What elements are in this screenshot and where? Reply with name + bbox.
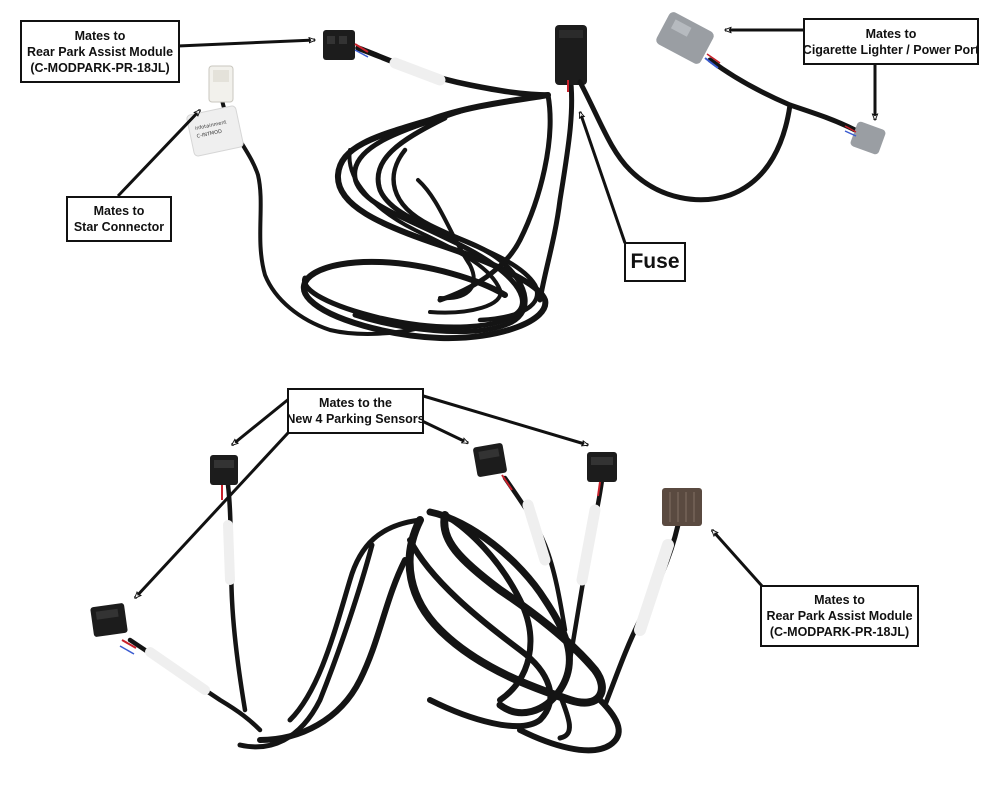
arrow-fuse <box>578 112 627 244</box>
star-branch-label-tag: infotainment C-INTMOD <box>186 105 244 157</box>
power-split-cable <box>707 57 858 133</box>
arrow-sensor-3 <box>419 393 588 445</box>
callout-arrows <box>116 30 875 598</box>
rpam-connector-top <box>323 30 369 60</box>
callout-rpam-top-line1: Mates to <box>74 28 126 43</box>
callout-sensors-line2: New 4 Parking Sensors <box>286 412 425 426</box>
sensor-connector-3 <box>587 452 617 497</box>
bottom-cable-bundle <box>237 508 622 754</box>
fuse-holder <box>555 25 587 92</box>
callout-star: Mates to Star Connector <box>66 196 172 242</box>
star-branch-cable <box>220 98 422 336</box>
arrow-sensor-2 <box>419 418 468 445</box>
callout-sensors: Mates to the New 4 Parking Sensors <box>286 388 425 434</box>
arrow-rpam-top <box>177 40 315 48</box>
power-port-connector-gray-1 <box>656 12 721 69</box>
callout-fuse: Fuse <box>624 242 686 282</box>
power-port-connector-gray-2 <box>844 121 886 155</box>
arrow-star <box>116 110 200 198</box>
star-connector <box>208 65 234 103</box>
callout-fuse-label: Fuse <box>630 250 680 273</box>
sensor1-sleeve <box>223 520 235 585</box>
callout-rpam-bottom-line3: (C-MODPARK-PR-18JL) <box>769 625 910 639</box>
callout-rpam-bottom-line2: Rear Park Assist Module <box>766 609 913 623</box>
power-branch-cable <box>577 79 793 203</box>
bottom-harness <box>90 443 702 754</box>
callout-cig-line1: Mates to <box>865 26 917 41</box>
top-cable-bundle <box>301 92 553 342</box>
callout-star-line1: Mates to <box>93 204 145 218</box>
sensor-connector-4 <box>90 603 137 655</box>
callout-rpam-top-line2: Rear Park Assist Module <box>26 44 174 59</box>
rpam-branch-sleeve <box>389 57 446 86</box>
callout-star-line2: Star Connector <box>73 220 165 234</box>
callout-sensors-line1: Mates to the <box>319 396 392 410</box>
callout-cig-line2: Cigarette Lighter / Power Port <box>802 42 980 57</box>
callout-rpam-bottom-line1: Mates to <box>814 593 865 607</box>
callout-cig: Mates to Cigarette Lighter / Power Port <box>803 18 979 65</box>
rpam-connector-bottom <box>662 488 702 526</box>
sensor2-sleeve <box>522 499 551 566</box>
arrow-rpam-bottom <box>712 530 764 587</box>
sensor2-branch-cable <box>502 475 568 633</box>
sensor-connector-2 <box>473 443 513 491</box>
sensor-connector-1 <box>210 455 238 500</box>
sensor3-sleeve <box>576 504 601 586</box>
rpam-bottom-sleeve <box>634 539 674 636</box>
callout-rpam-top-line3: (C-MODPARK-PR-18JL) <box>30 60 170 75</box>
svg-text:C-INTMOD: C-INTMOD <box>196 129 222 140</box>
top-harness: infotainment C-INTMOD <box>186 12 886 342</box>
arrow-sensor-1 <box>232 396 291 445</box>
fuse-branch-cable <box>537 72 575 303</box>
arrow-sensor-4 <box>135 418 302 598</box>
callout-rpam-bottom: Mates to Rear Park Assist Module (C-MODP… <box>760 585 919 647</box>
rpam-branch-cable <box>355 45 551 98</box>
sensor1-branch-cable <box>225 482 248 713</box>
callout-rpam-top: Mates to Rear Park Assist Module (C-MODP… <box>20 20 180 83</box>
sensor4-sleeve <box>145 647 210 695</box>
